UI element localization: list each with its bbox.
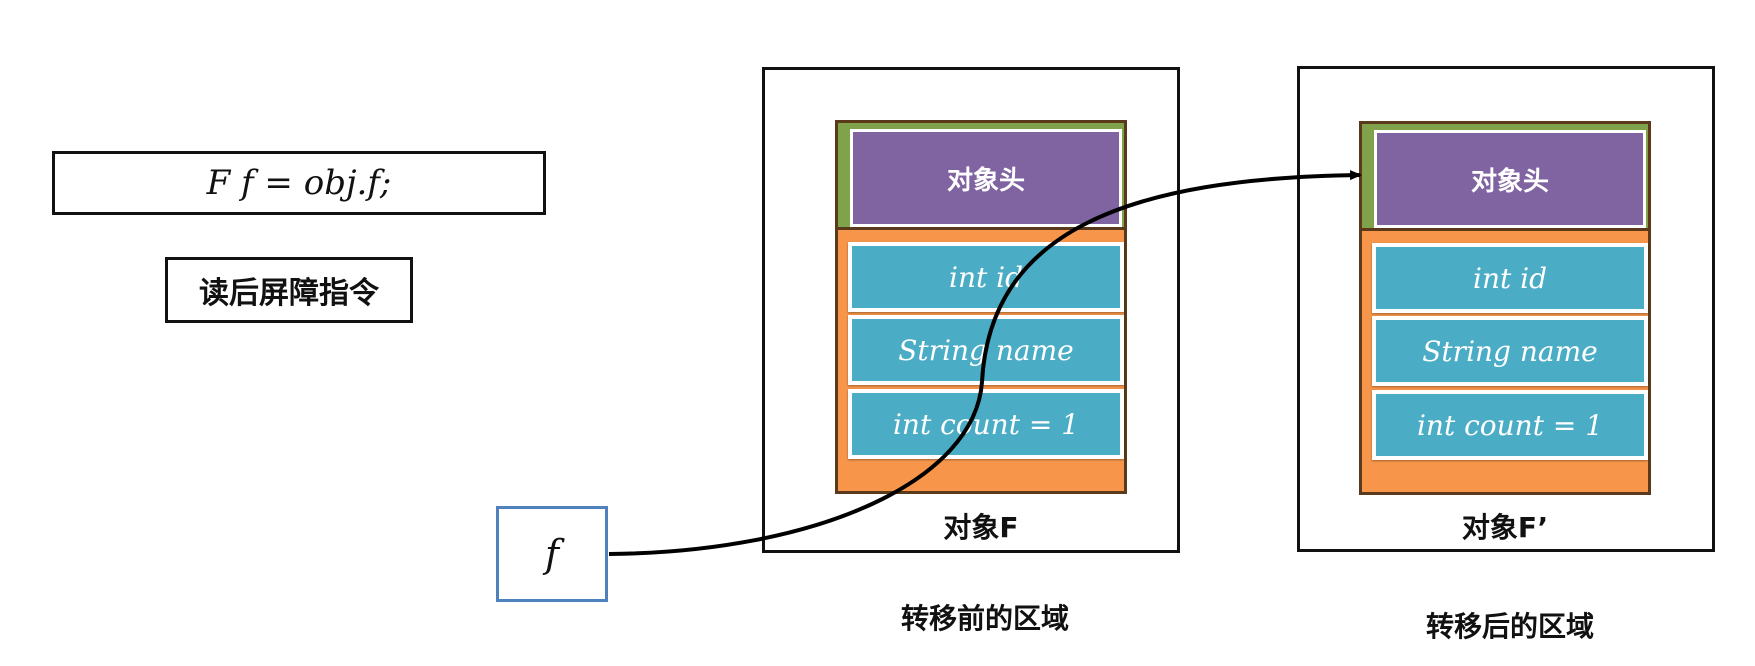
field-id: int id — [1372, 243, 1648, 313]
variable-f: f — [496, 506, 608, 602]
object-f-prime: 对象头 int id String name int count = 1 — [1359, 121, 1651, 495]
code-statement: F f = obj.f; — [52, 151, 546, 215]
field-count: int count = 1 — [848, 389, 1124, 459]
object-f: 对象头 int id String name int count = 1 — [835, 120, 1127, 494]
region-before-label: 转移前的区域 — [900, 602, 1069, 635]
object-f-label: 对象F — [943, 511, 1019, 544]
object-header: 对象头 — [1374, 130, 1646, 228]
field-id: int id — [848, 242, 1124, 312]
field-name: String name — [848, 315, 1124, 385]
object-header: 对象头 — [850, 129, 1122, 227]
object-f-prime-label: 对象F’ — [1461, 511, 1549, 544]
region-after-label: 转移后的区域 — [1425, 610, 1594, 643]
read-barrier-label: 读后屏障指令 — [165, 257, 413, 323]
field-name: String name — [1372, 316, 1648, 386]
field-count: int count = 1 — [1372, 390, 1648, 460]
